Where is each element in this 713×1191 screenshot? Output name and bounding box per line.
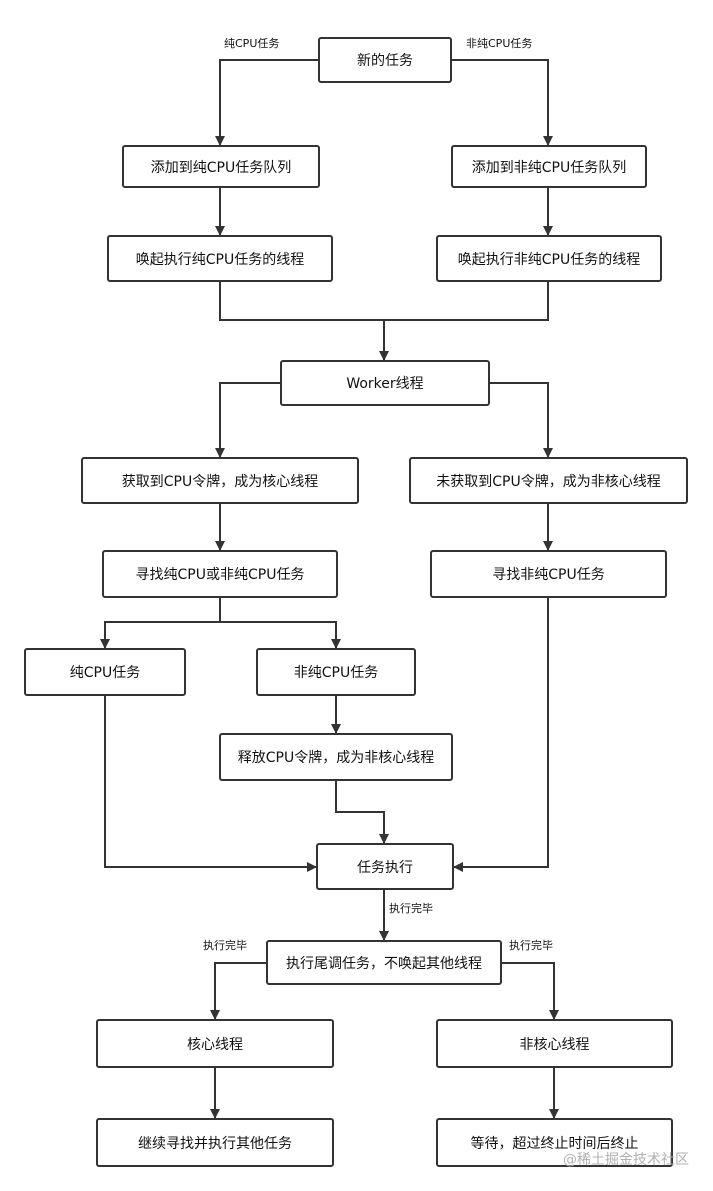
edge-new-to-add-nonpure	[452, 59, 553, 146]
node-task-execution: 任务执行	[316, 843, 454, 890]
node-no-cpu-token: 未获取到CPU令牌，成为非核心线程	[409, 457, 688, 504]
node-worker-thread: Worker线程	[280, 360, 490, 406]
edge-new-to-add-pure	[215, 59, 318, 146]
node-new-task: 新的任务	[318, 37, 452, 83]
edge-label-exec-done-right: 执行完毕	[509, 939, 553, 953]
node-pure-cpu-task: 纯CPU任务	[24, 648, 186, 696]
node-add-pure-queue: 添加到纯CPU任务队列	[122, 145, 320, 188]
edge-wake-nonpure-merge	[384, 282, 549, 321]
node-got-cpu-token: 获取到CPU令牌，成为核心线程	[81, 457, 359, 504]
node-tail-call-task: 执行尾调任务，不唤起其他线程	[266, 940, 502, 985]
edge-release-to-exec	[335, 781, 389, 844]
edge-label-exec-done-left: 执行完毕	[203, 939, 247, 953]
node-wake-pure-thread: 唤起执行纯CPU任务的线程	[107, 235, 333, 282]
node-release-cpu-token: 释放CPU令牌，成为非核心线程	[219, 733, 453, 781]
node-noncore-thread: 非核心线程	[436, 1019, 673, 1068]
edge-find-nonpure-to-exec	[453, 598, 549, 872]
edge-label-pure-cpu-task: 纯CPU任务	[224, 37, 280, 51]
node-core-thread: 核心线程	[96, 1019, 334, 1068]
edge-tail-to-core	[210, 962, 266, 1020]
edge-tail-to-noncore	[502, 962, 559, 1020]
edge-wake-pure-merge	[219, 282, 384, 321]
edge-label-exec-done-center: 执行完毕	[389, 902, 433, 916]
node-add-nonpure-queue: 添加到非纯CPU任务队列	[451, 145, 647, 188]
node-wait-terminate: 等待，超过终止时间后终止	[436, 1118, 673, 1167]
node-wake-nonpure-thread: 唤起执行非纯CPU任务的线程	[436, 235, 662, 282]
watermark: @稀土掘金技术社区	[563, 1152, 689, 1168]
edge-pure-to-exec	[104, 696, 317, 872]
node-find-pure-or-nonpure: 寻找纯CPU或非纯CPU任务	[102, 550, 338, 598]
edge-find-any-to-nonpure	[220, 621, 341, 649]
edge-worker-to-got-token	[215, 382, 280, 458]
node-nonpure-cpu-task: 非纯CPU任务	[256, 648, 416, 696]
edge-find-any-split	[100, 598, 221, 649]
node-find-nonpure: 寻找非纯CPU任务	[430, 550, 667, 598]
node-continue-find-tasks: 继续寻找并执行其他任务	[96, 1118, 334, 1167]
edge-label-nonpure-cpu-task: 非纯CPU任务	[466, 37, 533, 51]
edge-worker-to-no-token	[490, 382, 553, 458]
